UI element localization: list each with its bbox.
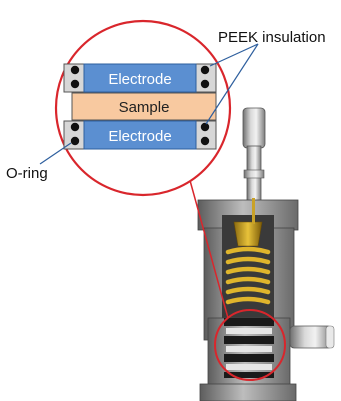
brass-plunger: [233, 221, 263, 247]
connector-cap: [242, 107, 266, 149]
spring: [225, 246, 271, 305]
electrode-bottom: [83, 120, 197, 150]
electrode-bottom-label: Electrode: [108, 128, 171, 145]
electrode-top-label: Electrode: [108, 71, 171, 88]
callout-arrow-line: [185, 165, 229, 319]
peek-insulation-label: PEEK insulation: [218, 29, 326, 46]
o-ring-label: O-ring: [6, 165, 48, 182]
leaders: [39, 43, 259, 165]
cell-base: [199, 383, 297, 401]
sample: [71, 92, 217, 121]
callout-small-circle: [214, 309, 286, 381]
electrode-stack: [224, 318, 274, 378]
pin: [252, 198, 255, 224]
sample-label: Sample: [119, 99, 170, 116]
connector-ring: [243, 169, 265, 179]
o-rings: [70, 65, 210, 146]
electrode-top: [83, 63, 197, 93]
magnified-stack: Electrode Sample Electrode: [63, 63, 217, 150]
